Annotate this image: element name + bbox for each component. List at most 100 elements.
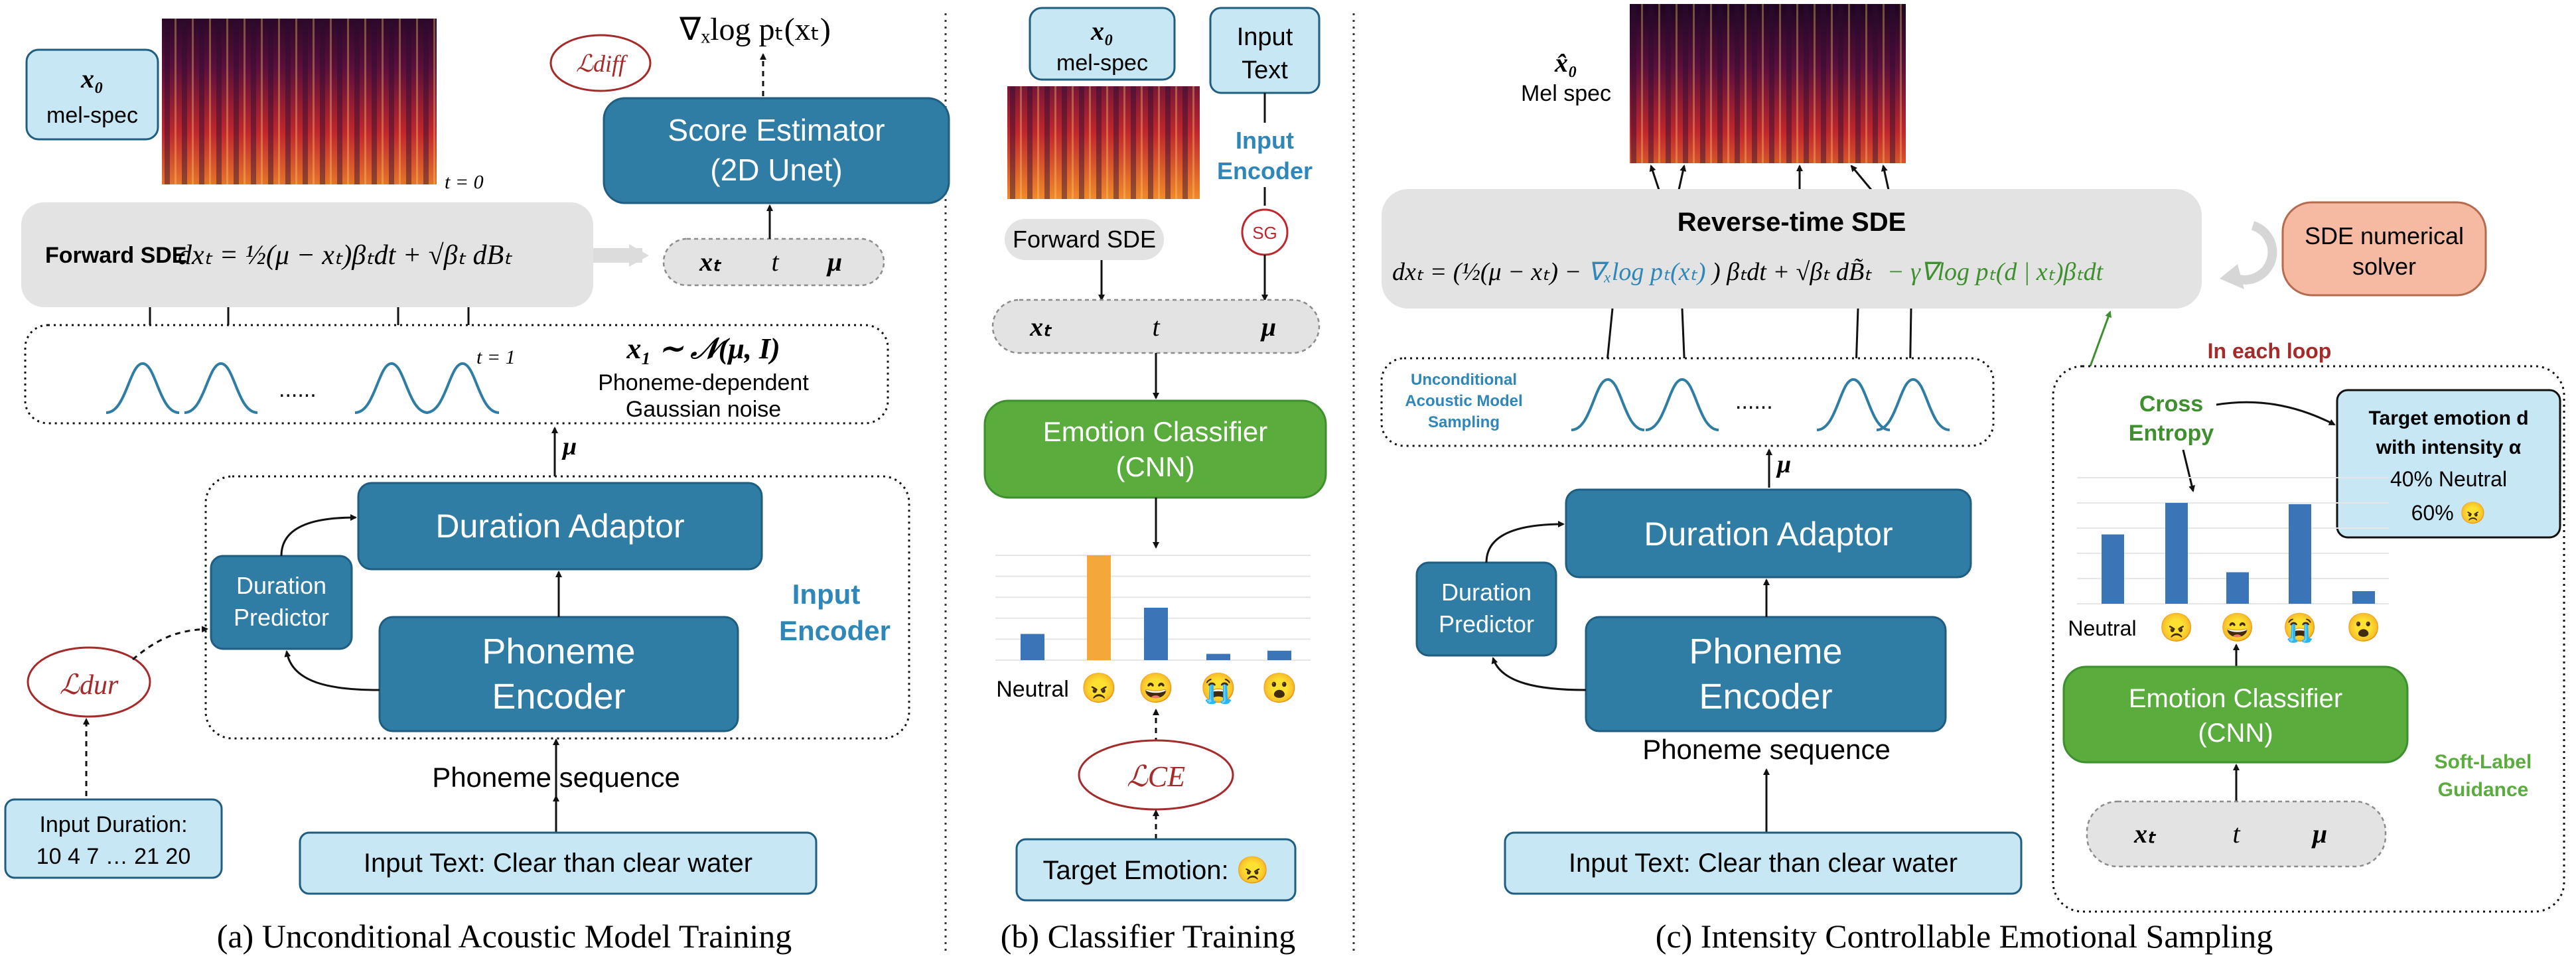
sde-solver-label-2: solver [2352, 253, 2416, 280]
emotion-classifier-label-c-2: (CNN) [2198, 719, 2273, 748]
input-text-box-a [299, 831, 818, 895]
x0-label: x₀ [80, 64, 104, 94]
input-xt-c: xₜ [2133, 819, 2157, 849]
input-t-b: t [1152, 312, 1160, 342]
input-duration-label-1: Input Duration: [39, 812, 187, 837]
emotion-label-angry-c: 😠 [2159, 612, 2194, 643]
emotion-labels-b: Neutral 😠 😄 😭 😮 [996, 672, 1297, 705]
emotion-classifier-label-b-2: (CNN) [1116, 451, 1195, 482]
classifier-inputs-pill-b [991, 299, 1321, 354]
cross-entropy-to-chart-arrow [2182, 449, 2195, 492]
chart-b-bar-3 [1206, 654, 1230, 660]
unconditional-sampling-box [1380, 357, 1995, 447]
emotion-bar-chart-c [2077, 477, 2389, 604]
emotion-classifier-label-b-1: Emotion Classifier [1043, 416, 1267, 447]
emotion-classifier-box-c [2062, 665, 2409, 764]
t0-label: t = 0 [445, 171, 484, 193]
score-estimator-label-1: Score Estimator [668, 113, 885, 147]
duration-adaptor-box-c [1565, 488, 1972, 579]
target-emotion-label-c-4: 60% 😠 [2411, 501, 2486, 525]
emotion-label-neutral-b: Neutral [996, 677, 1069, 702]
input-duration-label-2: 10 4 7 … 21 20 [36, 844, 191, 869]
noise-equation: x₁ ∼ 𝒩(μ, I) [626, 332, 780, 365]
chart-c-bar-4 [2352, 591, 2375, 604]
loop-arrow-head [2220, 264, 2244, 289]
predictor-to-adaptor-arrow [280, 514, 357, 557]
input-encoder-label-b-2: Encoder [1217, 157, 1313, 184]
emotion-label-happy-b: 😄 [1138, 672, 1175, 705]
input-encoder-label-b-1: Input [1236, 127, 1294, 154]
panel-c: x̂₀ Mel spec Reverse-time SDE dxₜ = (½(μ… [1380, 4, 2565, 955]
emotion-label-sad-b: 😭 [1200, 672, 1237, 705]
reverse-eq-part-2: ) βₜdt + √βₜ dB̃ₜ [1711, 258, 1872, 286]
chart-b-bar-1 [1087, 555, 1111, 660]
mu-label-a: μ [561, 433, 577, 460]
panel-a: x₀ mel-spec t = 0 ℒdiff ∇ₓlog pₜ(xₜ) Sco… [4, 12, 950, 955]
input-text-box-c [1504, 831, 2023, 895]
noise-dots-c: ...... [1735, 389, 1773, 414]
loss-ce-label: ℒCE [1127, 760, 1185, 793]
loss-dur-label: ℒdur [60, 670, 119, 701]
input-text-label-b-2: Text [1242, 56, 1288, 84]
target-emotion-box-b [1015, 838, 1297, 902]
input-xt: xₜ [699, 247, 722, 277]
duration-predictor-label-c-1: Duration [1441, 579, 1532, 606]
panel-b: x₀ mel-spec Input Text Input Encoder SG … [983, 7, 1327, 955]
emotion-label-angry-b: 😠 [1081, 672, 1117, 705]
reverse-eq-score-term: ∇ₓlog pₜ(xₜ) [1588, 258, 1706, 286]
emotion-classifier-box-b [983, 399, 1327, 499]
phoneme-sequence-label-c: Phoneme sequence [1642, 734, 1891, 765]
chart-c-bar-2 [2226, 572, 2249, 604]
x0-hat-sublabel: Mel spec [1521, 81, 1611, 106]
emotion-label-surprise-c: 😮 [2346, 612, 2381, 643]
emotion-label-sad-c: 😭 [2283, 612, 2317, 644]
input-xt-b: xₜ [1029, 312, 1052, 342]
reverse-sde-equation: dxₜ = (½(μ − xₜ) − ∇ₓlog pₜ(xₜ) ) βₜdt +… [1392, 258, 2104, 286]
x0-box [25, 48, 159, 141]
score-estimator-box [603, 97, 950, 204]
input-encoder-label-2: Encoder [779, 615, 891, 646]
emotion-bar-chart-b [995, 555, 1311, 661]
duration-adaptor-label-c: Duration Adaptor [1644, 516, 1893, 553]
chart-b-bar-4 [1267, 650, 1291, 660]
forward-sde-label-b: Forward SDE [1013, 226, 1156, 253]
noise-desc-2: Gaussian noise [626, 397, 781, 422]
gaussian-curves [106, 362, 500, 414]
input-text-label-a: Input Text: Clear than clear water [364, 849, 752, 878]
chart-b-bar-2 [1144, 608, 1168, 660]
x0-sublabel-b: mel-spec [1056, 50, 1148, 76]
score-estimator-label-2: (2D Unet) [710, 153, 842, 187]
reverse-eq-part-1: dxₜ = (½(μ − xₜ) − [1392, 258, 1581, 286]
caption-a: (a) Unconditional Acoustic Model Trainin… [217, 918, 792, 955]
duration-adaptor-label: Duration Adaptor [435, 508, 684, 545]
emotion-label-surprise-b: 😮 [1261, 672, 1298, 705]
input-text-label-b-1: Input [1237, 23, 1293, 51]
duration-predictor-box-c [1415, 561, 1557, 657]
reverse-sde-box [1382, 189, 2202, 309]
noise-desc-1: Phoneme-dependent [598, 370, 809, 395]
forward-sde-box [21, 202, 593, 307]
x0-label-b: x₀ [1090, 16, 1113, 46]
cross-entropy-label-2: Entropy [2129, 421, 2214, 446]
duration-predictor-label-1: Duration [236, 572, 326, 599]
mel-spectrogram-image-b [1007, 86, 1200, 199]
forward-sde-box-b [1005, 219, 1164, 260]
mel-spectrogram-image [162, 19, 437, 184]
duration-predictor-box [210, 555, 353, 650]
emotion-label-neutral-c: Neutral [2068, 616, 2136, 640]
target-emotion-box-c [2336, 389, 2561, 539]
phoneme-encoder-label-1: Phoneme [482, 632, 635, 671]
target-emotion-label-c-2: with intensity α [2376, 437, 2522, 458]
input-t-c: t [2232, 819, 2240, 849]
reverse-sde-title: Reverse-time SDE [1678, 208, 1906, 237]
forward-sde-equation: dxₜ = ½(μ − xₜ)βₜdt + √βₜ dBₜ [178, 240, 512, 271]
duration-predictor-label-2: Predictor [234, 604, 329, 631]
noise-dots: ...... [279, 377, 317, 402]
input-mu-c: μ [2311, 819, 2327, 849]
gaussian-curves-c [1571, 378, 1950, 431]
input-text-label-c: Input Text: Clear than clear water [1569, 849, 1958, 878]
x0-hat-label: x̂₀ [1554, 48, 1577, 78]
cross-entropy-label-1: Cross [2139, 391, 2203, 417]
loss-diff-label: ℒdiff [576, 50, 628, 77]
